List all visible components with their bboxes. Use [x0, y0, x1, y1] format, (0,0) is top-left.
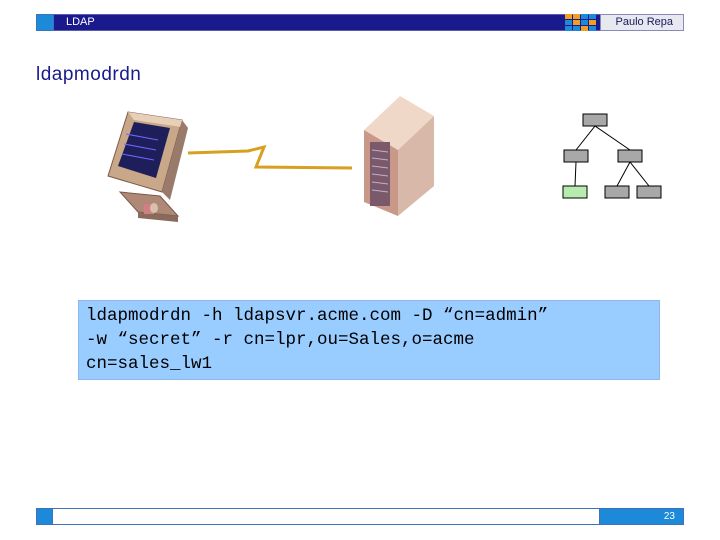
- footer-accent-square: [36, 508, 53, 525]
- page-number: 23: [599, 508, 684, 525]
- computer-workstation-icon: [108, 112, 188, 222]
- header-accent-square: [36, 14, 54, 31]
- directory-tree-icon: [563, 114, 661, 198]
- command-line-3: cn=sales_lw1: [86, 352, 659, 376]
- author-label: Paulo Repa: [600, 14, 684, 31]
- command-box: ldapmodrdn -h ldapsvr.acme.com -D “cn=ad…: [78, 300, 660, 380]
- command-line-1: ldapmodrdn -h ldapsvr.acme.com -D “cn=ad…: [86, 304, 659, 328]
- command-line-2: -w “secret” -r cn=lpr,ou=Sales,o=acme: [86, 328, 659, 352]
- network-illustration: [100, 92, 670, 227]
- header-title: LDAP: [66, 16, 95, 28]
- logo-grid-icon: [565, 14, 601, 31]
- slide-title: ldapmodrdn: [36, 64, 141, 86]
- network-link-icon: [188, 147, 352, 168]
- server-tower-icon: [364, 96, 434, 216]
- footer-bar: [36, 508, 684, 525]
